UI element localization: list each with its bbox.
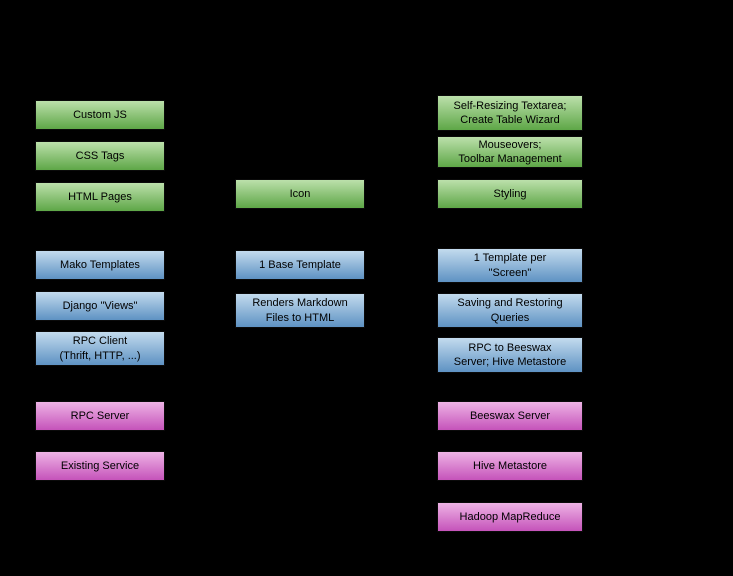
box-mako-templates: Mako Templates [35,250,165,280]
box-rpc-server: RPC Server [35,401,165,431]
box-hive-metastore: Hive Metastore [437,451,583,481]
box-label: RPC Server [70,409,130,422]
box-label: Mako Templates [60,258,140,271]
box-label: Saving and Restoring Queries [457,297,563,324]
box-label: Existing Service [60,459,140,472]
box-label: Custom JS [73,108,127,121]
box-label: 1 Base Template [259,258,341,271]
box-template-per-screen: 1 Template per "Screen" [437,248,583,283]
box-hadoop-mapreduce: Hadoop MapReduce [437,502,583,532]
box-styling: Styling [437,179,583,209]
box-beeswax-server: Beeswax Server [437,401,583,431]
box-custom-js: Custom JS [35,100,165,130]
box-base-template: 1 Base Template [235,250,365,280]
box-existing-service: Existing Service [35,451,165,481]
box-label: 1 Template per "Screen" [473,252,547,279]
box-label: RPC Client (Thrift, HTTP, ...) [59,335,141,362]
box-css-tags: CSS Tags [35,141,165,171]
box-saving-restoring-queries: Saving and Restoring Queries [437,293,583,328]
box-rpc-to-beeswax: RPC to Beeswax Server; Hive Metastore [437,337,583,373]
box-renders-markdown: Renders Markdown Files to HTML [235,293,365,328]
box-label: Renders Markdown Files to HTML [252,297,348,324]
box-label: Hive Metastore [473,459,547,472]
box-label: Styling [493,187,527,200]
box-self-resizing-textarea: Self-Resizing Textarea; Create Table Wiz… [437,95,583,131]
box-label: Hadoop MapReduce [459,510,561,523]
box-html-pages: HTML Pages [35,182,165,212]
box-label: Icon [289,187,311,200]
box-mouseovers: Mouseovers; Toolbar Management [437,136,583,168]
box-label: CSS Tags [75,149,125,162]
box-label: HTML Pages [68,190,132,203]
box-label: Self-Resizing Textarea; Create Table Wiz… [453,99,567,126]
box-label: Mouseovers; Toolbar Management [458,138,562,165]
box-django-views: Django "Views" [35,291,165,321]
box-rpc-client: RPC Client (Thrift, HTTP, ...) [35,331,165,366]
box-icon: Icon [235,179,365,209]
box-label: RPC to Beeswax Server; Hive Metastore [453,341,567,368]
box-label: Django "Views" [62,299,138,312]
box-label: Beeswax Server [469,409,551,422]
